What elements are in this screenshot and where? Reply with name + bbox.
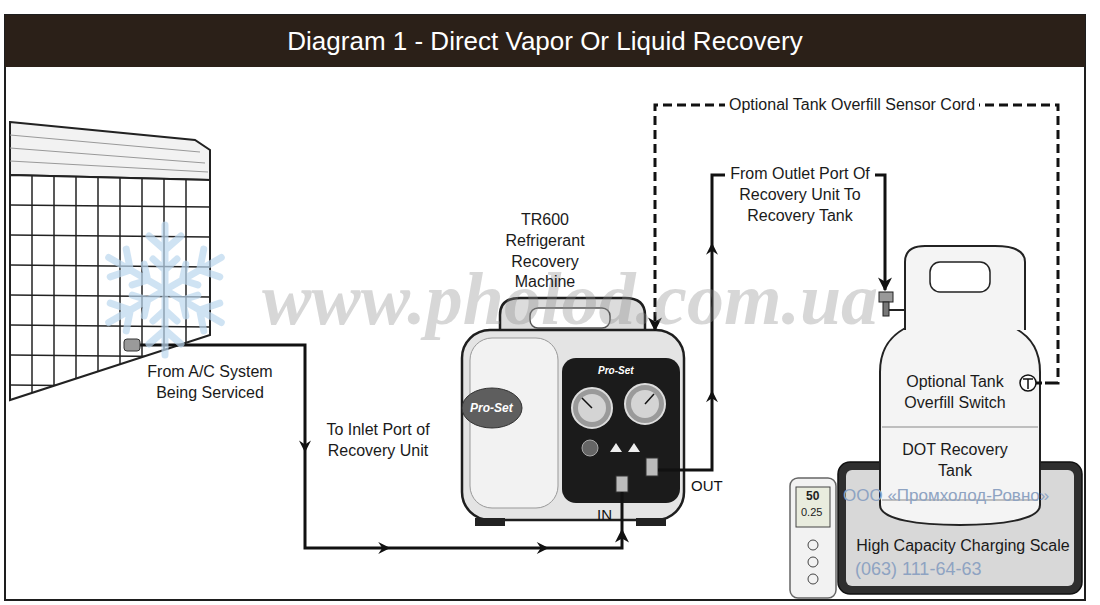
connector-label: To Inlet Port of Recovery Unit: [318, 420, 438, 462]
recovery-machine-illustration: [645, 394, 654, 404]
recovery-tank-illustration: [889, 309, 905, 311]
node-text: High Capacity Charging Scale: [850, 536, 1076, 557]
recovery-tank-illustration: [905, 246, 1025, 330]
scale-display-value: 50: [806, 490, 819, 502]
node-text: From A/C System Being Serviced: [140, 362, 280, 404]
ac-unit-illustration: [53, 176, 55, 386]
recovery-machine-illustration: [462, 330, 684, 520]
charging-scale-illustration: [796, 487, 830, 527]
node-text: DOT Recovery Tank: [895, 440, 1015, 482]
flow-chevron: [706, 390, 718, 402]
node-text: Optional Tank Overfill Switch: [895, 372, 1015, 414]
recovery-machine-illustration: [582, 398, 592, 408]
snowflake-watermark: [101, 244, 173, 304]
watermark: (063) 111-64-63: [855, 560, 981, 578]
flow-connector: [655, 105, 1058, 383]
recovery-tank-illustration: [883, 302, 889, 316]
node-text: TR600 Refrigerant Recovery Machine: [490, 210, 600, 293]
connector-label: From Outlet Port Of Recovery Unit To Rec…: [725, 164, 875, 226]
diagram-title: Diagram 1 - Direct Vapor Or Liquid Recov…: [287, 26, 802, 57]
ac-unit-illustration: [124, 339, 140, 351]
recovery-machine-illustration: [475, 518, 505, 526]
ac-unit-illustration: [10, 135, 200, 152]
connector-label: Optional Tank Overfill Sensor Cord: [725, 95, 979, 116]
ac-unit-illustration: [10, 161, 208, 172]
recovery-machine-illustration: [562, 358, 680, 503]
port-label: IN: [597, 507, 612, 522]
recovery-machine-illustration: [582, 440, 598, 456]
frame: [5, 15, 1085, 600]
ac-unit-illustration: [10, 355, 210, 357]
charging-scale-illustration: [808, 574, 818, 584]
recovery-machine-illustration: [631, 390, 659, 418]
recovery-tank-illustration: [930, 262, 990, 292]
frame: [5, 15, 1085, 67]
scale-display-value: 0.25: [801, 507, 822, 518]
watermark: ООО «Промхолод-Ровно»: [843, 487, 1049, 504]
recovery-machine-illustration: [462, 388, 522, 428]
recovery-tank-illustration: [882, 427, 1038, 428]
ac-unit-illustration: [75, 177, 77, 379]
frame: [5, 15, 1085, 600]
snowflake-watermark: [101, 225, 230, 355]
recovery-tank-illustration: [879, 292, 893, 302]
ac-unit-illustration: [31, 176, 33, 393]
flow-chevron: [537, 542, 549, 554]
connector-line: [655, 105, 1058, 383]
recovery-machine-illustration: [610, 443, 640, 452]
recovery-machine-illustration: [572, 388, 612, 428]
brand-logo: Pro-Set: [470, 402, 513, 414]
recovery-tank: Optional Tank Overfill SwitchDOT Recover…: [872, 290, 1050, 522]
recovery-machine-illustration: [658, 469, 690, 472]
charging-scale-illustration: [808, 557, 818, 567]
recovery-machine-illustration: [646, 458, 658, 476]
recovery-machine-illustration: [621, 492, 624, 530]
ac-unit-illustration: [10, 148, 205, 163]
ac-unit-illustration: [10, 122, 210, 400]
port-label: OUT: [691, 478, 723, 493]
recovery-tank-illustration: [1036, 382, 1050, 385]
recovery-machine-illustration: [578, 394, 606, 422]
recovery-tank-illustration: [1023, 379, 1033, 389]
flow-chevron: [706, 243, 718, 255]
charging-scale: High Capacity Charging Scale: [838, 455, 1082, 595]
brand-logo: Pro-Set: [598, 366, 634, 376]
ac-unit-illustration: [10, 122, 210, 180]
watermark: www.pholod.com.ua: [262, 262, 878, 336]
ac-unit-illustration: [10, 265, 210, 267]
charging-scale-illustration: [790, 478, 836, 598]
recovery-machine-illustration: [625, 384, 665, 424]
recovery-tank-illustration: [1020, 375, 1036, 391]
charging-scale-illustration: [808, 540, 818, 550]
ac-unit-illustration: [10, 205, 210, 207]
recovery-machine-illustration: [616, 476, 628, 492]
recovery-machine-illustration: [636, 518, 666, 526]
flow-chevron: [299, 441, 311, 453]
flow-chevron: [378, 542, 390, 554]
recovery-machine: TR600 Refrigerant Recovery Machine: [455, 330, 690, 530]
ac-system: From A/C System Being Serviced: [10, 120, 210, 355]
recovery-tank-illustration: [879, 246, 1050, 525]
